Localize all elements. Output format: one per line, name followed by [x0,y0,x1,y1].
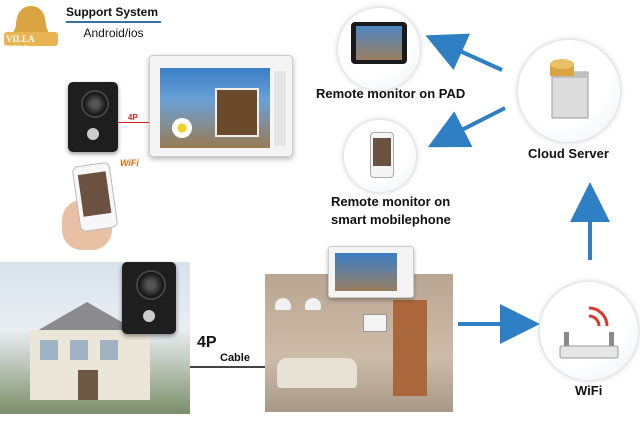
small-4p-label: 4P [128,113,138,122]
call-button-icon [143,310,155,322]
bell-icon [4,6,58,46]
small-monitor-icon [363,314,387,332]
indoor-monitor-screen [160,68,270,148]
pad-label: Remote monitor on PAD [316,86,466,101]
wifi-badge: WiFi [120,158,139,168]
cable-line [190,366,266,368]
support-title: Support System [66,5,161,23]
camera-lens-icon [136,270,166,300]
wifi-circle [540,282,638,380]
house-window [40,340,58,360]
support-system-block: Support System Android/ios [66,5,161,40]
arrow-cloud-to-pad [425,33,503,72]
cable-label: Cable [220,352,250,364]
call-button-icon [87,128,99,140]
brand-logo: VILLA BELL [2,2,60,54]
cable-4p-label: 4P [197,334,217,351]
server-icon [550,59,589,119]
indoor-monitor-main [149,55,293,157]
camera-lens-icon [81,90,109,118]
outdoor-camera-unit-large [122,262,176,334]
flower-icon [172,118,192,138]
house-body [30,330,150,400]
house-door [78,370,98,400]
tablet-screen [356,26,402,60]
cloud-circle [518,40,620,142]
indoor-monitor-room-screen [335,253,397,291]
room-door [393,300,427,396]
support-subtitle: Android/ios [83,26,144,40]
wifi-label: WiFi [575,383,603,398]
house-window [70,340,88,360]
phone-label-line2: smart mobilephone [331,212,451,227]
outdoor-camera-unit [68,82,118,152]
logo-text: VILLA BELL [6,34,35,54]
small-cable-line [118,122,150,123]
sofa-icon [277,358,357,388]
indoor-monitor-room [328,246,414,298]
tablet-icon [351,22,407,64]
house-window [100,340,118,360]
pad-circle [338,8,420,90]
arrow-cloud-to-phone [427,106,506,148]
pendant-lamp-icon [305,298,321,310]
pendant-lamp-icon [275,298,291,310]
phone-label-line1: Remote monitor on [331,194,451,209]
indoor-monitor-menu [274,71,286,146]
router-icon [559,306,619,359]
window-scene-icon [215,88,259,137]
cloud-label: Cloud Server [528,146,609,161]
phone-monitor-screen [373,138,391,166]
smartphone-in-hand [62,160,122,250]
house-photo [0,262,190,414]
phone-circle [344,120,416,192]
phone-monitor-icon [370,132,394,178]
